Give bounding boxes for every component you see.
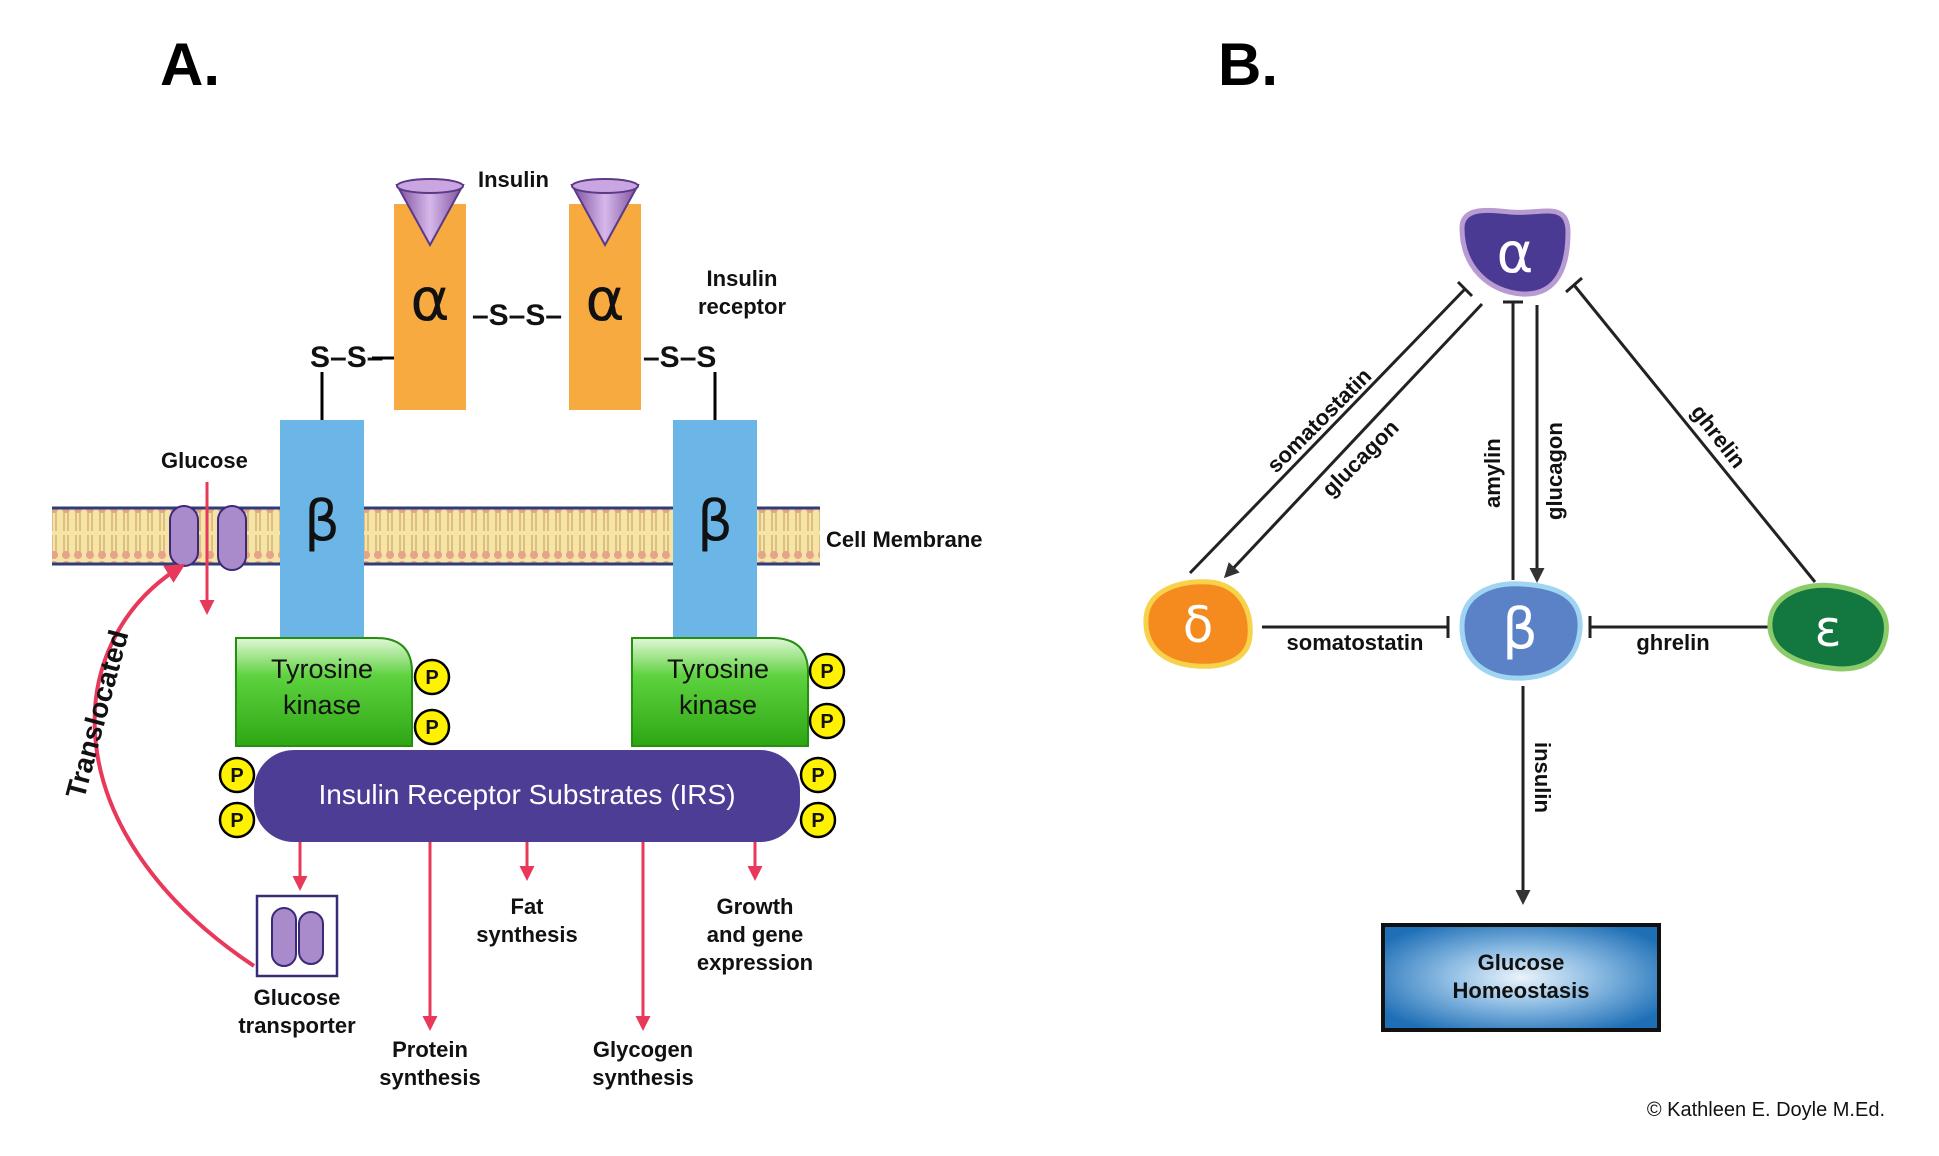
- panel-a-label: A.: [160, 31, 220, 98]
- label-glucagon-center: glucagon: [1542, 422, 1567, 520]
- fat-synthesis-line1: Fat: [511, 894, 545, 919]
- svg-text:P: P: [811, 765, 824, 787]
- delta-cell: δ: [1143, 579, 1253, 669]
- svg-text:P: P: [811, 810, 824, 832]
- beta-subunit-left-label: β: [304, 489, 340, 554]
- translocation-arrow: [92, 563, 256, 968]
- svg-text:P: P: [425, 717, 438, 739]
- translocated-label: Translocated: [60, 627, 135, 802]
- phosphate-irs-right-1: P: [799, 756, 837, 794]
- tyrosine-kinase-left-line1: Tyrosine: [271, 654, 373, 684]
- glucose-transporter-label-line2: transporter: [238, 1013, 356, 1038]
- label-insulin: insulin: [1530, 742, 1555, 813]
- membrane-glucose-transporter: [169, 505, 247, 571]
- disulfide-bond-middle: –S–S–: [472, 299, 562, 332]
- glucose-label: Glucose: [161, 448, 248, 473]
- glycogen-synthesis-line1: Glycogen: [593, 1037, 693, 1062]
- label-amylin: amylin: [1480, 438, 1505, 508]
- edges: [1188, 276, 1817, 905]
- insulin-molecule-left: [395, 178, 465, 248]
- disulfide-bond-right: –S–S: [643, 341, 716, 374]
- copyright-notice: © Kathleen E. Doyle M.Ed.: [1647, 1099, 1885, 1121]
- phosphate-irs-left-1: P: [218, 756, 256, 794]
- alpha-cell: α: [1459, 207, 1571, 297]
- irs-bar: [254, 750, 800, 842]
- glucose-homeostasis-line1: Glucose: [1478, 950, 1565, 975]
- phosphate-tk-left-2: P: [413, 708, 451, 746]
- phosphate-groups: P P P P P P P P: [218, 652, 846, 839]
- phosphate-tk-left-1: P: [413, 658, 451, 696]
- svg-text:P: P: [230, 765, 243, 787]
- beta-subunit-right-label: β: [697, 489, 733, 554]
- phosphate-tk-right-2: P: [808, 702, 846, 740]
- beta-subunit-left: [280, 420, 364, 638]
- svg-text:P: P: [425, 667, 438, 689]
- tyrosine-kinase-right-line2: kinase: [679, 690, 757, 720]
- edge-somatostatin-delta-alpha-bar: [1456, 280, 1474, 298]
- svg-text:P: P: [820, 711, 833, 733]
- protein-synthesis-line2: synthesis: [379, 1065, 481, 1090]
- insulin-molecule-right: [570, 178, 640, 248]
- tyrosine-kinase-left: Tyrosine kinase: [235, 637, 413, 747]
- protein-synthesis-line1: Protein: [392, 1037, 468, 1062]
- alpha-subunit-right-label: α: [585, 265, 625, 335]
- tyrosine-kinase-left-line2: kinase: [283, 690, 361, 720]
- edge-ghrelin-epsilon-alpha-bar: [1565, 276, 1583, 294]
- cell-membrane-label: Cell Membrane: [826, 527, 983, 552]
- tyrosine-kinase-right: Tyrosine kinase: [631, 637, 809, 747]
- glycogen-synthesis-line2: synthesis: [592, 1065, 694, 1090]
- beta-cell: β: [1459, 581, 1583, 681]
- glucose-transporter-label-line1: Glucose: [254, 985, 341, 1010]
- growth-gene-line3: expression: [697, 950, 813, 975]
- phosphate-tk-right-1: P: [808, 652, 846, 690]
- delta-cell-label: δ: [1183, 596, 1214, 654]
- fat-synthesis-line2: synthesis: [476, 922, 578, 947]
- insulin-receptor-label-line1: Insulin: [707, 266, 778, 291]
- label-somatostatin-bottom: somatostatin: [1287, 630, 1424, 655]
- epsilon-cell-label: ε: [1814, 600, 1841, 658]
- svg-text:P: P: [230, 810, 243, 832]
- svg-text:P: P: [820, 661, 833, 683]
- beta-subunit-right: [673, 420, 757, 638]
- insulin-label: Insulin: [478, 167, 549, 192]
- edge-ghrelin-epsilon-alpha: [1572, 284, 1817, 583]
- panel-b-label: B.: [1218, 31, 1278, 98]
- epsilon-cell: ε: [1767, 582, 1889, 672]
- alpha-cell-label: α: [1497, 221, 1534, 286]
- phosphate-irs-left-2: P: [218, 801, 256, 839]
- label-ghrelin-bottom: ghrelin: [1636, 630, 1709, 655]
- insulin-receptor-label-line2: receptor: [698, 294, 786, 319]
- irs-label: Insulin Receptor Substrates (IRS): [318, 779, 735, 810]
- edge-somatostatin-delta-alpha: [1188, 287, 1467, 575]
- growth-gene-line1: Growth: [717, 894, 794, 919]
- glucose-homeostasis-line2: Homeostasis: [1453, 978, 1590, 1003]
- tyrosine-kinase-right-line1: Tyrosine: [667, 654, 769, 684]
- disulfide-bond-left: S–S–: [310, 341, 383, 374]
- alpha-subunit-left-label: α: [410, 265, 450, 335]
- phosphate-irs-right-2: P: [799, 801, 837, 839]
- glucose-transporter-vesicle: [255, 894, 339, 978]
- beta-cell-label: β: [1502, 597, 1538, 662]
- edge-glucagon-alpha-delta: [1223, 302, 1484, 579]
- glucose-homeostasis-box: Glucose Homeostasis: [1381, 923, 1661, 1032]
- growth-gene-line2: and gene: [707, 922, 804, 947]
